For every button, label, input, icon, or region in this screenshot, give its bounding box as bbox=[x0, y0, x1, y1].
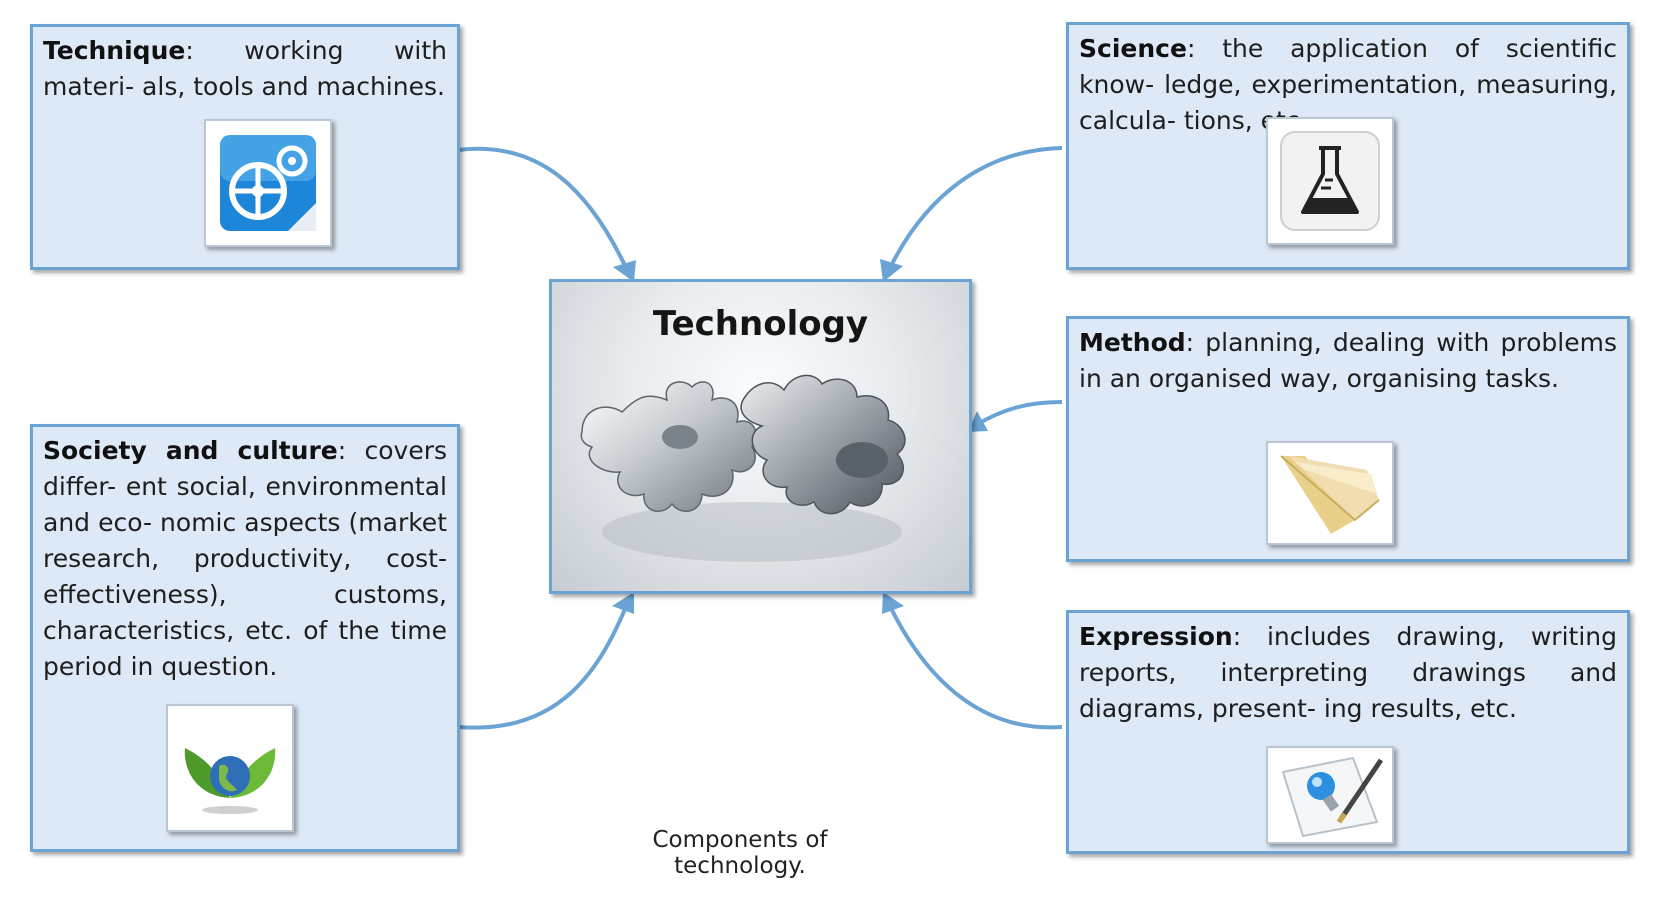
component-description: : working with materi- als, tools and ma… bbox=[43, 36, 447, 101]
figure-caption: Components of technology. bbox=[652, 827, 828, 879]
component-term: Method bbox=[1079, 328, 1186, 357]
arrow-method bbox=[974, 400, 1063, 427]
arrow-technique bbox=[457, 146, 630, 273]
component-term: Science bbox=[1079, 34, 1187, 63]
flask-icon bbox=[1266, 117, 1394, 245]
arrow-society bbox=[457, 601, 630, 730]
arrowhead-science bbox=[880, 259, 903, 282]
component-description: : covers differ- ent social, environment… bbox=[43, 436, 448, 681]
arrowhead-expression bbox=[882, 592, 904, 614]
center-title: Technology bbox=[652, 304, 869, 344]
puzzle-pieces-image bbox=[580, 374, 906, 562]
component-box-society: Society and culture: covers differ- ent … bbox=[30, 424, 460, 852]
component-text-science: Science: the application of scientific k… bbox=[1079, 31, 1617, 139]
component-term: Society and culture bbox=[43, 436, 338, 465]
folder-icon bbox=[1266, 441, 1394, 545]
center-technology-panel: Technology bbox=[549, 279, 972, 594]
component-text-society: Society and culture: covers differ- ent … bbox=[43, 433, 447, 685]
gears-icon bbox=[204, 119, 332, 247]
component-text-expression: Expression: includes drawing, writing re… bbox=[1079, 619, 1617, 727]
arrow-expression bbox=[886, 601, 1063, 730]
arrowhead-method bbox=[968, 411, 988, 432]
component-term: Technique bbox=[43, 36, 186, 65]
lightbulb-pen-icon bbox=[1266, 746, 1394, 844]
arrowhead-society bbox=[612, 592, 634, 614]
component-description: : planning, dealing with problems in an … bbox=[1079, 328, 1617, 393]
component-text-method: Method: planning, dealing with problems … bbox=[1079, 325, 1617, 397]
globe-leaves-icon bbox=[166, 704, 294, 832]
arrowhead-technique bbox=[613, 260, 636, 282]
component-text-technique: Technique: working with materi- als, too… bbox=[43, 33, 447, 105]
component-description: : the application of scientific know- le… bbox=[1079, 34, 1617, 135]
component-box-method: Method: planning, dealing with problems … bbox=[1066, 316, 1630, 562]
arrow-science bbox=[886, 146, 1063, 273]
component-description: : includes drawing, writing reports, int… bbox=[1079, 622, 1617, 723]
component-term: Expression bbox=[1079, 622, 1233, 651]
